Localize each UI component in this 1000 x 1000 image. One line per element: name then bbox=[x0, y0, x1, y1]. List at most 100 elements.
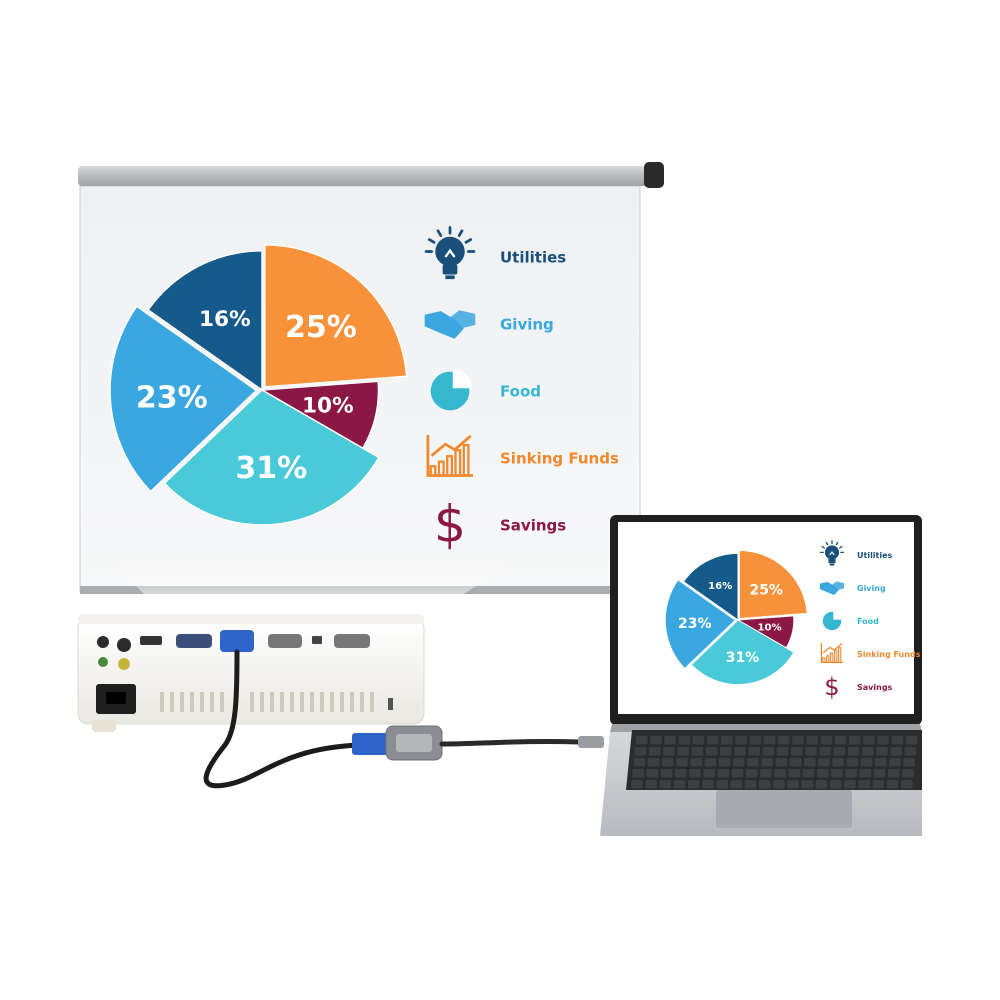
key[interactable] bbox=[844, 780, 856, 789]
key[interactable] bbox=[744, 780, 757, 789]
key[interactable] bbox=[788, 769, 801, 778]
key[interactable] bbox=[650, 736, 662, 745]
key[interactable] bbox=[748, 747, 760, 756]
usb-c-to-vga-adapter[interactable] bbox=[352, 725, 443, 761]
key[interactable] bbox=[886, 780, 899, 789]
key[interactable] bbox=[634, 747, 647, 756]
key[interactable] bbox=[833, 747, 846, 756]
key[interactable] bbox=[815, 780, 828, 789]
key[interactable] bbox=[731, 769, 744, 778]
key[interactable] bbox=[860, 758, 873, 767]
key[interactable] bbox=[834, 736, 847, 745]
key[interactable] bbox=[717, 769, 730, 778]
key[interactable] bbox=[636, 736, 648, 745]
key[interactable] bbox=[647, 758, 660, 767]
key[interactable] bbox=[876, 747, 888, 756]
key[interactable] bbox=[845, 769, 857, 778]
key[interactable] bbox=[718, 758, 731, 767]
key[interactable] bbox=[774, 769, 786, 778]
key[interactable] bbox=[877, 736, 889, 745]
key[interactable] bbox=[649, 747, 661, 756]
key[interactable] bbox=[746, 769, 758, 778]
key[interactable] bbox=[832, 758, 844, 767]
key[interactable] bbox=[730, 780, 743, 789]
key[interactable] bbox=[901, 780, 913, 789]
serial-port[interactable] bbox=[268, 634, 302, 648]
av-port-yellow[interactable] bbox=[118, 658, 130, 670]
key[interactable] bbox=[817, 769, 829, 778]
key[interactable] bbox=[847, 747, 860, 756]
key[interactable] bbox=[775, 758, 788, 767]
key[interactable] bbox=[733, 758, 745, 767]
key[interactable] bbox=[875, 758, 887, 767]
key[interactable] bbox=[690, 758, 702, 767]
key[interactable] bbox=[889, 758, 901, 767]
audio-port[interactable] bbox=[117, 638, 131, 652]
key[interactable] bbox=[904, 747, 917, 756]
key[interactable] bbox=[705, 747, 718, 756]
key[interactable] bbox=[789, 758, 802, 767]
key[interactable] bbox=[678, 736, 691, 745]
key[interactable] bbox=[846, 758, 859, 767]
key[interactable] bbox=[673, 780, 686, 789]
key[interactable] bbox=[859, 769, 872, 778]
audio-port[interactable] bbox=[97, 636, 109, 648]
key[interactable] bbox=[760, 769, 772, 778]
key[interactable] bbox=[792, 736, 804, 745]
key[interactable] bbox=[632, 769, 644, 778]
key[interactable] bbox=[891, 736, 904, 745]
key[interactable] bbox=[830, 780, 842, 789]
key[interactable] bbox=[773, 780, 785, 789]
key[interactable] bbox=[818, 758, 830, 767]
key[interactable] bbox=[778, 736, 790, 745]
key[interactable] bbox=[903, 758, 915, 767]
hdmi-port[interactable] bbox=[140, 636, 162, 645]
key[interactable] bbox=[888, 769, 900, 778]
key[interactable] bbox=[703, 769, 715, 778]
key[interactable] bbox=[691, 747, 704, 756]
key[interactable] bbox=[660, 769, 673, 778]
key[interactable] bbox=[734, 747, 746, 756]
key[interactable] bbox=[787, 780, 799, 789]
key[interactable] bbox=[645, 780, 657, 789]
key[interactable] bbox=[646, 769, 659, 778]
serial-port[interactable] bbox=[334, 634, 370, 648]
key[interactable] bbox=[831, 769, 843, 778]
key[interactable] bbox=[890, 747, 902, 756]
vga-connector[interactable] bbox=[220, 630, 254, 652]
key[interactable] bbox=[863, 736, 875, 745]
key[interactable] bbox=[872, 780, 885, 789]
key[interactable] bbox=[804, 758, 816, 767]
key[interactable] bbox=[689, 769, 701, 778]
key[interactable] bbox=[663, 747, 675, 756]
vga-port[interactable] bbox=[176, 634, 212, 648]
key[interactable] bbox=[676, 758, 688, 767]
laptop-touchpad[interactable] bbox=[716, 790, 852, 828]
key[interactable] bbox=[688, 780, 700, 789]
keyboard-keys[interactable] bbox=[631, 736, 918, 789]
key[interactable] bbox=[633, 758, 646, 767]
key[interactable] bbox=[902, 769, 914, 778]
key[interactable] bbox=[692, 736, 705, 745]
key[interactable] bbox=[675, 769, 687, 778]
key[interactable] bbox=[849, 736, 861, 745]
key[interactable] bbox=[707, 736, 719, 745]
key[interactable] bbox=[801, 780, 814, 789]
key[interactable] bbox=[776, 747, 789, 756]
key[interactable] bbox=[858, 780, 870, 789]
key[interactable] bbox=[905, 736, 918, 745]
key[interactable] bbox=[762, 747, 775, 756]
key[interactable] bbox=[805, 747, 817, 756]
key[interactable] bbox=[749, 736, 762, 745]
key[interactable] bbox=[716, 780, 728, 789]
key[interactable] bbox=[806, 736, 818, 745]
key[interactable] bbox=[664, 736, 676, 745]
key[interactable] bbox=[759, 780, 771, 789]
key[interactable] bbox=[873, 769, 886, 778]
usb-port[interactable] bbox=[312, 636, 322, 644]
key[interactable] bbox=[819, 747, 831, 756]
key[interactable] bbox=[735, 736, 747, 745]
key[interactable] bbox=[862, 747, 874, 756]
key[interactable] bbox=[677, 747, 689, 756]
key[interactable] bbox=[761, 758, 773, 767]
